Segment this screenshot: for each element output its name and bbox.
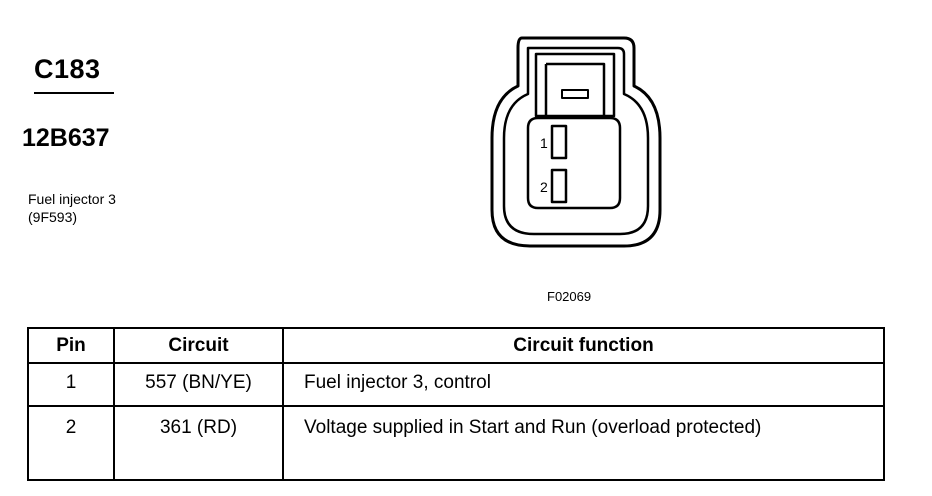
header-pin: Pin: [27, 327, 115, 364]
terminal-cavity-area: [526, 116, 622, 210]
connector-id-underline: [34, 92, 114, 94]
component-code: (9F593): [28, 209, 78, 225]
connector-inner-housing: [502, 46, 650, 236]
pin-2-label: 2: [540, 179, 548, 195]
circuit-cell: 557 (BN/YE): [113, 362, 284, 407]
pin-table: Pin Circuit Circuit function 1 557 (BN/Y…: [27, 327, 885, 481]
pin-cell: 2: [27, 405, 115, 481]
part-number: 12B637: [22, 124, 110, 152]
component-description: Fuel injector 3 (9F593): [28, 190, 116, 226]
connector-outer-housing: [490, 36, 662, 248]
pin-1-slot: [550, 124, 568, 160]
connector-latch: [534, 52, 616, 118]
pin-cell: 1: [27, 362, 115, 407]
figure-code: F02069: [547, 289, 592, 304]
function-cell: Voltage supplied in Start and Run (overl…: [282, 405, 885, 481]
table-header-row: Pin Circuit Circuit function: [27, 327, 885, 364]
header-circuit: Circuit: [113, 327, 284, 364]
function-cell: Fuel injector 3, control: [282, 362, 885, 407]
table-row: 2 361 (RD) Voltage supplied in Start and…: [27, 405, 885, 481]
pin-1-label: 1: [540, 135, 548, 151]
connector-face-diagram: 1 2: [490, 36, 662, 248]
pin-2-slot: [550, 168, 568, 204]
component-name: Fuel injector 3: [28, 191, 116, 207]
header-circuit-function: Circuit function: [282, 327, 885, 364]
table-row: 1 557 (BN/YE) Fuel injector 3, control: [27, 362, 885, 407]
connector-id: C183: [34, 54, 101, 84]
circuit-cell: 361 (RD): [113, 405, 284, 481]
